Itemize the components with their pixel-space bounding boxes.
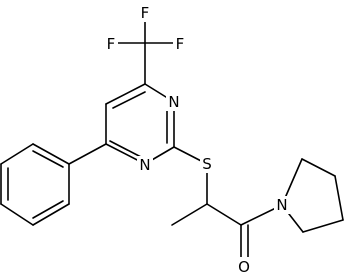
bond-pyr-4 — [301, 158, 336, 177]
atom-s: S — [200, 155, 215, 173]
bonds — [0, 16, 344, 263]
bond-ph-4 — [0, 203, 34, 226]
bond-pyr-3 — [334, 175, 344, 221]
bond-ph-1-double — [32, 150, 64, 168]
bond-ph-1 — [32, 143, 70, 165]
atom-n-pyrrolidine: N — [274, 196, 290, 214]
atom-f-left-label: F — [107, 35, 116, 53]
atom-n-top-label: N — [168, 93, 179, 111]
atom-f-left: F — [104, 35, 118, 53]
atom-f-right: F — [173, 35, 187, 53]
bond-n1-c6-double — [109, 140, 142, 158]
atom-labels: F F F N N S N O — [104, 4, 290, 276]
atom-s-label: S — [202, 155, 212, 173]
atom-n-bottom: N — [137, 156, 153, 174]
atom-f-top-label: F — [141, 4, 150, 22]
bond-ph-5-double — [32, 200, 64, 219]
atom-n-top: N — [166, 93, 182, 111]
bond-ring-phenyl — [68, 143, 107, 165]
atom-f-right-label: F — [176, 35, 185, 53]
bond-c5-c4-double — [112, 91, 146, 109]
bond-ch-carbonyl — [206, 203, 242, 226]
bond-ch-methyl — [171, 203, 208, 226]
atom-o-label: O — [238, 258, 250, 276]
atom-f-top: F — [138, 4, 152, 22]
bond-pyr-2 — [302, 219, 344, 233]
atom-o: O — [236, 257, 253, 276]
atom-n-pyrrolidine-label: N — [276, 196, 287, 214]
atom-n-bottom-label: N — [139, 156, 150, 174]
bond-ph-2 — [0, 143, 34, 165]
bond-ph-5 — [32, 203, 70, 226]
bond-c5-c4 — [105, 83, 146, 105]
